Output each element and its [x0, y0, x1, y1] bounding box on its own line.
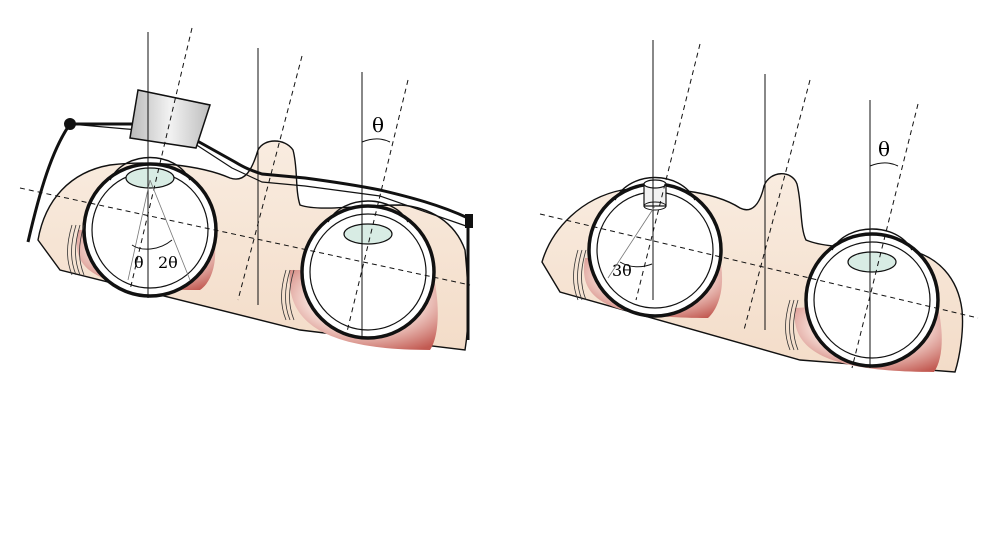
fellow-eyeball	[300, 204, 436, 340]
fellow-lens	[343, 223, 393, 245]
left-panel: θ θ 2θ	[19, 27, 473, 351]
fellow-cornea	[327, 200, 409, 223]
label-angle-theta: θ	[134, 253, 144, 272]
fellow-eyeball-inner	[309, 213, 427, 331]
left-dashed-lines	[19, 27, 471, 337]
right-panel: θ 3θ	[539, 40, 979, 373]
implant-lens	[643, 179, 667, 211]
right-reference-lines	[652, 40, 871, 368]
left-lens	[125, 167, 175, 189]
right-theta-arc	[869, 162, 899, 167]
right-tissue-texture	[573, 249, 799, 351]
frame-hinge-left	[64, 118, 76, 130]
right-fellow-cornea	[831, 228, 913, 251]
prism-top	[137, 89, 211, 106]
left-reference-lines	[147, 32, 363, 336]
glasses-frame-rim	[69, 123, 467, 227]
right-fellow-lens	[847, 251, 897, 273]
label-theta-left: θ	[372, 113, 384, 137]
right-fellow-eyeball	[804, 232, 940, 368]
right-dashed-lines	[539, 43, 979, 369]
label-angle-three-theta: 3θ	[612, 261, 632, 280]
left-angle-rays	[127, 179, 191, 281]
label-angle-two-theta: 2θ	[158, 253, 178, 272]
right-angle-arc	[619, 261, 653, 268]
left-angle-arc	[131, 239, 173, 250]
right-fellow-eyeball-inner	[813, 241, 931, 359]
label-theta-right: θ	[878, 137, 890, 161]
left-theta-arc	[361, 138, 391, 143]
right-angle-rays	[607, 205, 656, 279]
left-cornea	[109, 156, 191, 181]
left-tissue-texture	[67, 224, 295, 321]
right-cornea	[614, 176, 696, 201]
frame-hinge-right	[465, 214, 473, 228]
